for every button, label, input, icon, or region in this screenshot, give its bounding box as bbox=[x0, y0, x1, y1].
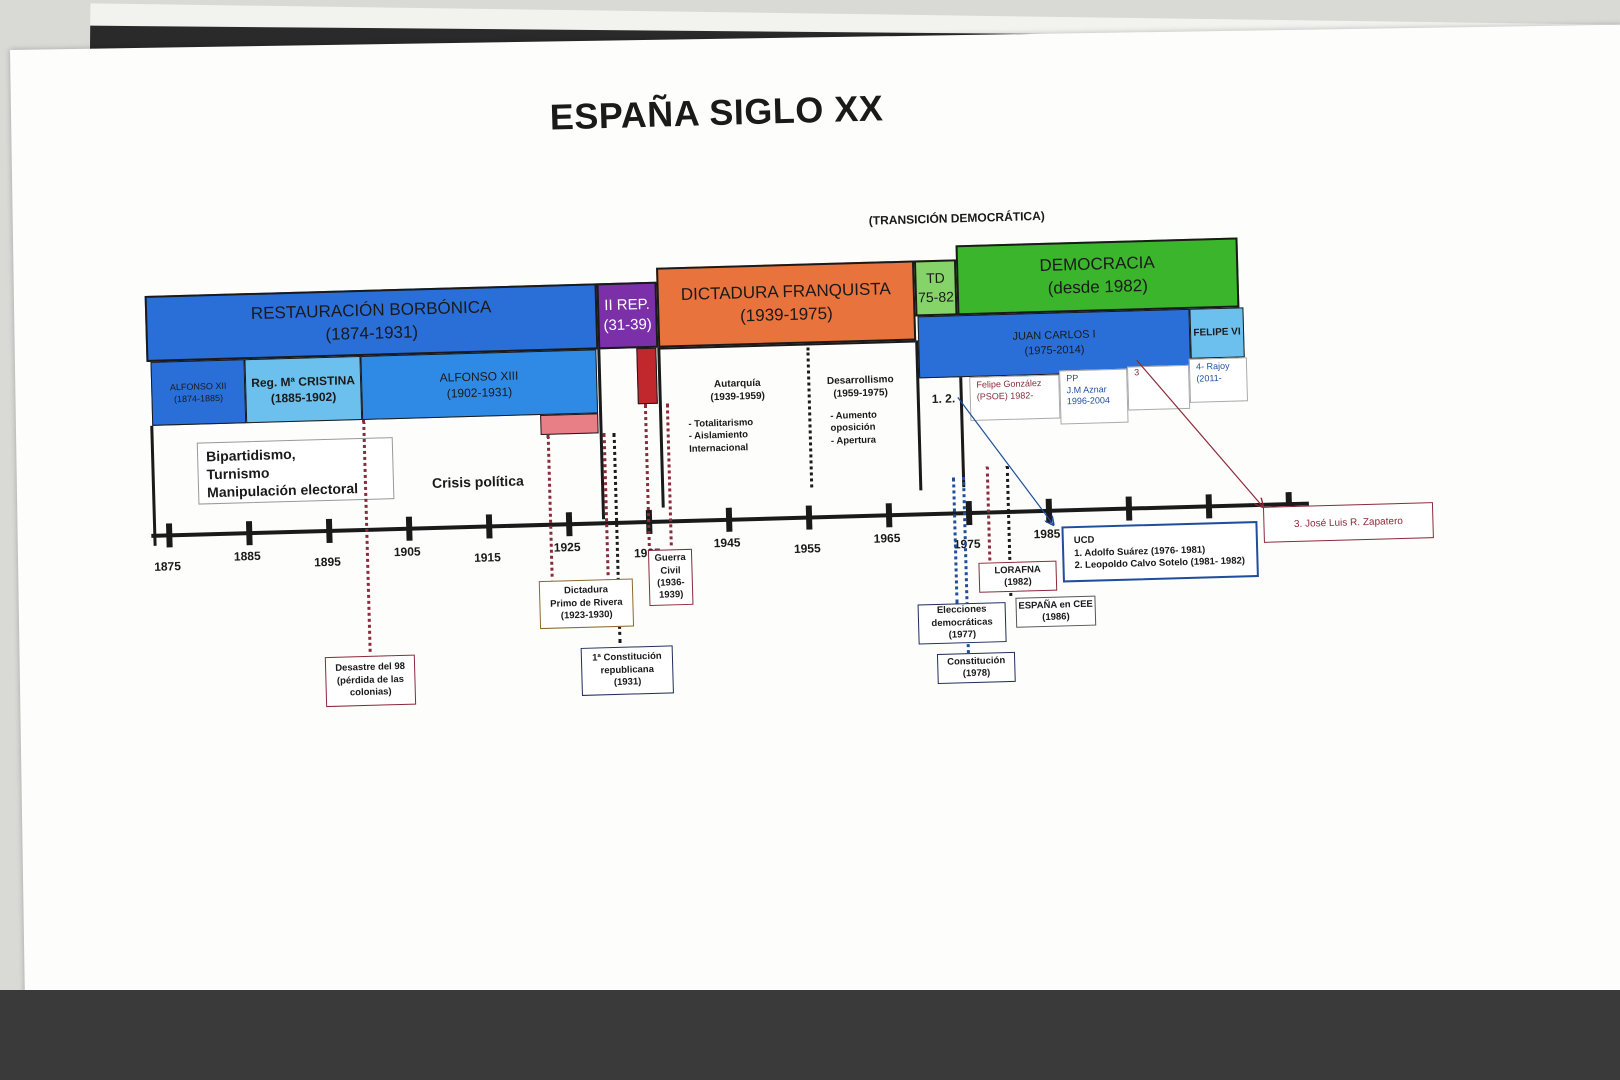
event-line: (1923-1930) bbox=[560, 609, 613, 622]
event-lorafna: LORAFNA (1982) bbox=[978, 560, 1058, 593]
desk-surface bbox=[0, 990, 1620, 1080]
event-constitucion-1978: Constitución (1978) bbox=[936, 651, 1016, 684]
timeline-diagram: ESPAÑA SIGLO XX (TRANSICIÓN DEMOCRÁTICA)… bbox=[144, 87, 1594, 1020]
event-line: ESPAÑA en CEE bbox=[1018, 598, 1093, 612]
event-line: UCD bbox=[1073, 535, 1095, 547]
event-line: (1978) bbox=[962, 667, 991, 680]
event-zapatero: 3. José Luis R. Zapatero bbox=[1262, 502, 1434, 543]
event-line: 1939) bbox=[658, 589, 684, 602]
event-line: (1931) bbox=[613, 676, 642, 689]
event-line: (pérdida de las bbox=[336, 673, 405, 687]
event-line: republicana bbox=[600, 663, 655, 677]
event-desastre-98: Desastre del 98 (pérdida de las colonias… bbox=[324, 654, 417, 708]
event-line: (1986) bbox=[1042, 611, 1070, 624]
event-line: LORAFNA bbox=[994, 563, 1041, 577]
event-line: democráticas bbox=[931, 616, 993, 629]
event-ucd: UCD 1. Adolfo Suárez (1976- 1981) 2. Leo… bbox=[1061, 521, 1259, 583]
event-dictadura-primo: Dictadura Primo de Rivera (1923-1930) bbox=[538, 578, 635, 630]
event-line: Civil bbox=[660, 564, 681, 577]
event-line: (1982) bbox=[1004, 576, 1032, 589]
event-guerra-civil: Guerra Civil (1936- 1939) bbox=[647, 548, 694, 607]
arrow-zapatero bbox=[1136, 359, 1263, 510]
event-line: (1936- bbox=[656, 577, 685, 589]
event-constitucion-1931: 1ª Constitución republicana (1931) bbox=[580, 645, 674, 696]
event-line: colonias) bbox=[349, 686, 392, 699]
event-line: Guerra bbox=[654, 552, 686, 565]
event-line: (1977) bbox=[948, 629, 977, 641]
arrow-ucd bbox=[957, 396, 1054, 528]
arrows-layer bbox=[957, 359, 1594, 1020]
event-line: Constitución bbox=[946, 654, 1006, 668]
event-elecciones-1977: Elecciones democráticas (1977) bbox=[917, 602, 1007, 645]
event-espana-cee: ESPAÑA en CEE (1986) bbox=[1015, 595, 1097, 628]
